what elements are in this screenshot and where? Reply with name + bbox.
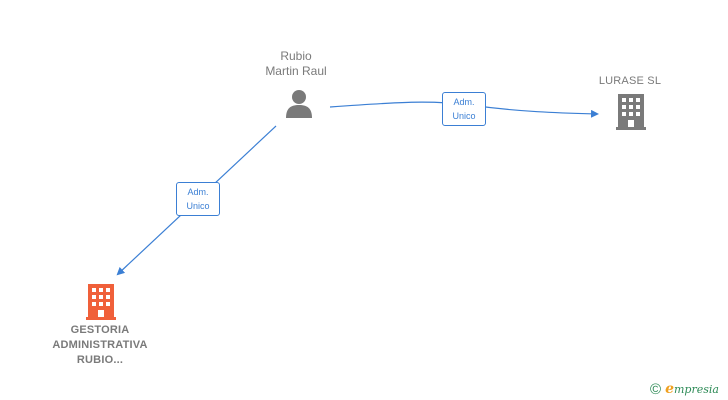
gestoria-name-line2: ADMINISTRATIVA	[52, 339, 148, 351]
brand-logo-rest: mpresia	[673, 383, 719, 396]
brand-watermark: © empresia	[650, 378, 719, 400]
edge-role-line2: Unico	[186, 201, 210, 211]
edge-role-line1: Adm.	[453, 97, 475, 107]
brand-logo: empresia	[665, 381, 719, 397]
person-name-line2: Martin Raul	[265, 64, 327, 78]
brand-logo-initial: e	[665, 381, 674, 397]
edge-role-line1: Adm.	[187, 187, 209, 197]
building-icon[interactable]	[616, 94, 646, 130]
edge-role-badge: Adm. Unico	[442, 92, 486, 126]
person-node-label: Rubio Martin Raul	[246, 49, 346, 79]
lurase-node-label[interactable]: LURASE SL	[598, 75, 662, 87]
building-icon[interactable]	[86, 284, 116, 320]
gestoria-node-label[interactable]: GESTORIA ADMINISTRATIVA RUBIO...	[30, 323, 170, 368]
copyright-icon: ©	[650, 380, 662, 398]
gestoria-name-line3: RUBIO...	[76, 354, 124, 366]
edge-role-line2: Unico	[452, 111, 476, 121]
edge-role-badge: Adm. Unico	[176, 182, 220, 216]
person-icon[interactable]	[284, 88, 314, 118]
person-name-line1: Rubio	[280, 49, 312, 63]
gestoria-name-line1: GESTORIA	[70, 324, 130, 336]
